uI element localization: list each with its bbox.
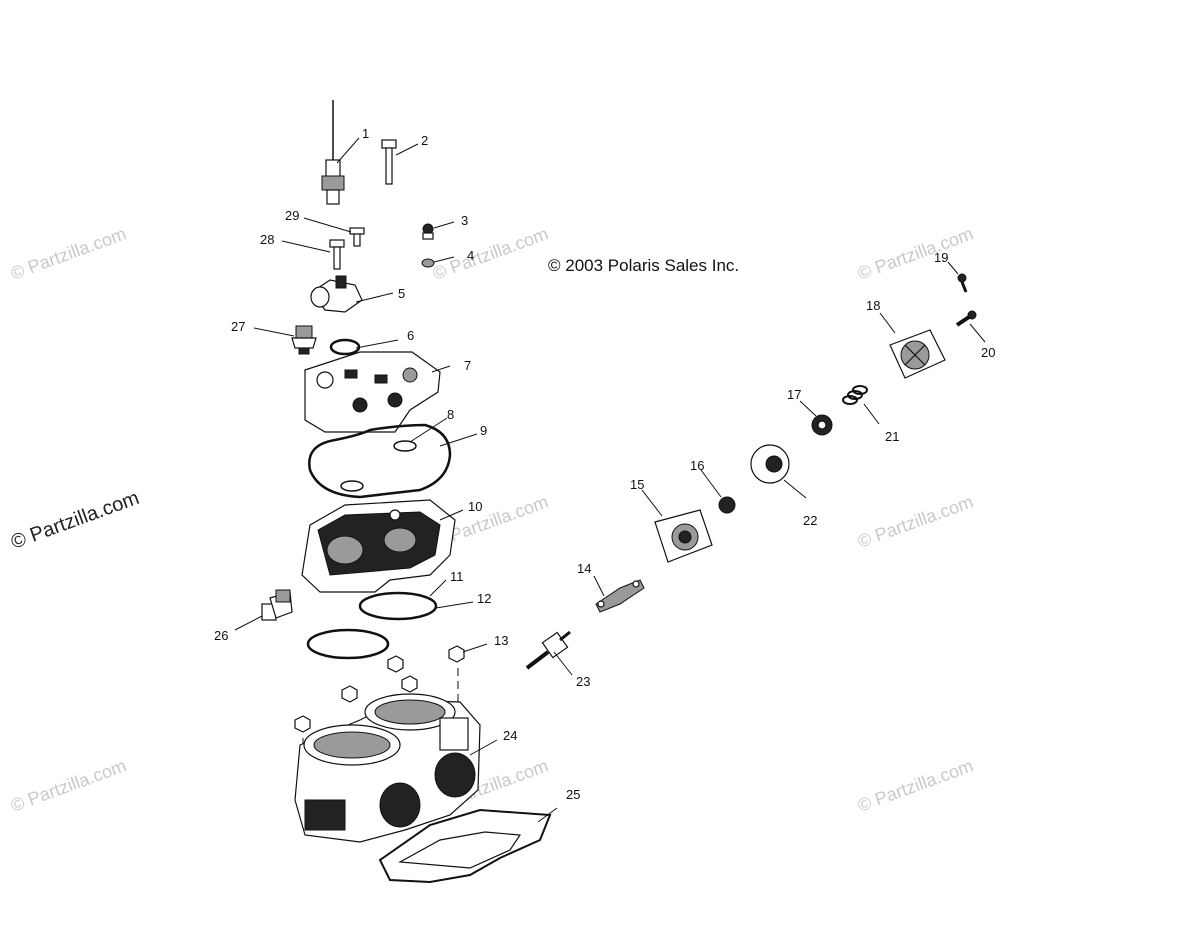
callout-3[interactable]: 3 bbox=[461, 213, 468, 228]
part-elbow-fitting[interactable] bbox=[261, 589, 293, 621]
callout-16[interactable]: 16 bbox=[690, 458, 704, 473]
callout-4[interactable]: 4 bbox=[467, 248, 474, 263]
part-bolt-short[interactable] bbox=[349, 227, 365, 247]
part-nut[interactable] bbox=[294, 645, 465, 733]
callout-5[interactable]: 5 bbox=[398, 286, 405, 301]
part-base-gasket[interactable] bbox=[378, 808, 552, 884]
part-diaphragm[interactable] bbox=[750, 444, 790, 484]
callout-2[interactable]: 2 bbox=[421, 133, 428, 148]
callout-12[interactable]: 12 bbox=[477, 591, 491, 606]
part-cover-bolt[interactable] bbox=[955, 310, 977, 327]
callout-7[interactable]: 7 bbox=[464, 358, 471, 373]
callout-27[interactable]: 27 bbox=[231, 319, 245, 334]
part-cylinder-head[interactable] bbox=[301, 499, 456, 593]
callout-26[interactable]: 26 bbox=[214, 628, 228, 643]
part-cover-screw[interactable] bbox=[957, 273, 968, 293]
leader-lines bbox=[234, 137, 986, 823]
copyright-notice: © 2003 Polaris Sales Inc. bbox=[548, 256, 740, 275]
callout-23[interactable]: 23 bbox=[576, 674, 590, 689]
part-retainer[interactable] bbox=[811, 414, 833, 436]
part-washer[interactable] bbox=[421, 258, 435, 268]
callout-10[interactable]: 10 bbox=[468, 499, 482, 514]
part-valve-seal[interactable] bbox=[718, 496, 736, 514]
callout-1[interactable]: 1 bbox=[362, 126, 369, 141]
callout-24[interactable]: 24 bbox=[503, 728, 517, 743]
part-spring[interactable] bbox=[842, 385, 868, 405]
callout-25[interactable]: 25 bbox=[566, 787, 580, 802]
part-valve-gasket[interactable] bbox=[595, 579, 645, 613]
callout-labels: 1 2 3 4 5 6 7 8 9 10 11 12 13 14 15 16 1… bbox=[214, 126, 995, 802]
callout-13[interactable]: 13 bbox=[494, 633, 508, 648]
part-thermostat[interactable] bbox=[291, 325, 317, 355]
callout-17[interactable]: 17 bbox=[787, 387, 801, 402]
part-valve-cover[interactable] bbox=[889, 329, 946, 379]
callout-20[interactable]: 20 bbox=[981, 345, 995, 360]
callout-15[interactable]: 15 bbox=[630, 477, 644, 492]
part-outlet-elbow[interactable] bbox=[310, 275, 363, 313]
part-head-gasket[interactable] bbox=[308, 423, 452, 499]
part-o-ring-large[interactable] bbox=[358, 591, 438, 621]
part-o-ring-large[interactable] bbox=[306, 628, 390, 660]
callout-22[interactable]: 22 bbox=[803, 513, 817, 528]
part-cylinder-block[interactable] bbox=[294, 693, 481, 843]
callout-14[interactable]: 14 bbox=[577, 561, 591, 576]
part-head-cover[interactable] bbox=[304, 351, 441, 433]
callout-21[interactable]: 21 bbox=[885, 429, 899, 444]
callout-19[interactable]: 19 bbox=[934, 250, 948, 265]
part-temperature-sensor[interactable] bbox=[321, 100, 345, 205]
callout-8[interactable]: 8 bbox=[447, 407, 454, 422]
part-o-ring[interactable] bbox=[329, 338, 361, 356]
part-valve[interactable] bbox=[525, 630, 571, 670]
callout-11[interactable]: 11 bbox=[450, 569, 464, 584]
callout-6[interactable]: 6 bbox=[407, 328, 414, 343]
part-screw[interactable] bbox=[422, 223, 434, 240]
part-bolt-medium[interactable] bbox=[329, 239, 345, 270]
part-bolt[interactable] bbox=[381, 139, 397, 185]
callout-28[interactable]: 28 bbox=[260, 232, 274, 247]
callout-18[interactable]: 18 bbox=[866, 298, 880, 313]
part-valve-housing[interactable] bbox=[654, 509, 713, 563]
callout-9[interactable]: 9 bbox=[480, 423, 487, 438]
callout-29[interactable]: 29 bbox=[285, 208, 299, 223]
